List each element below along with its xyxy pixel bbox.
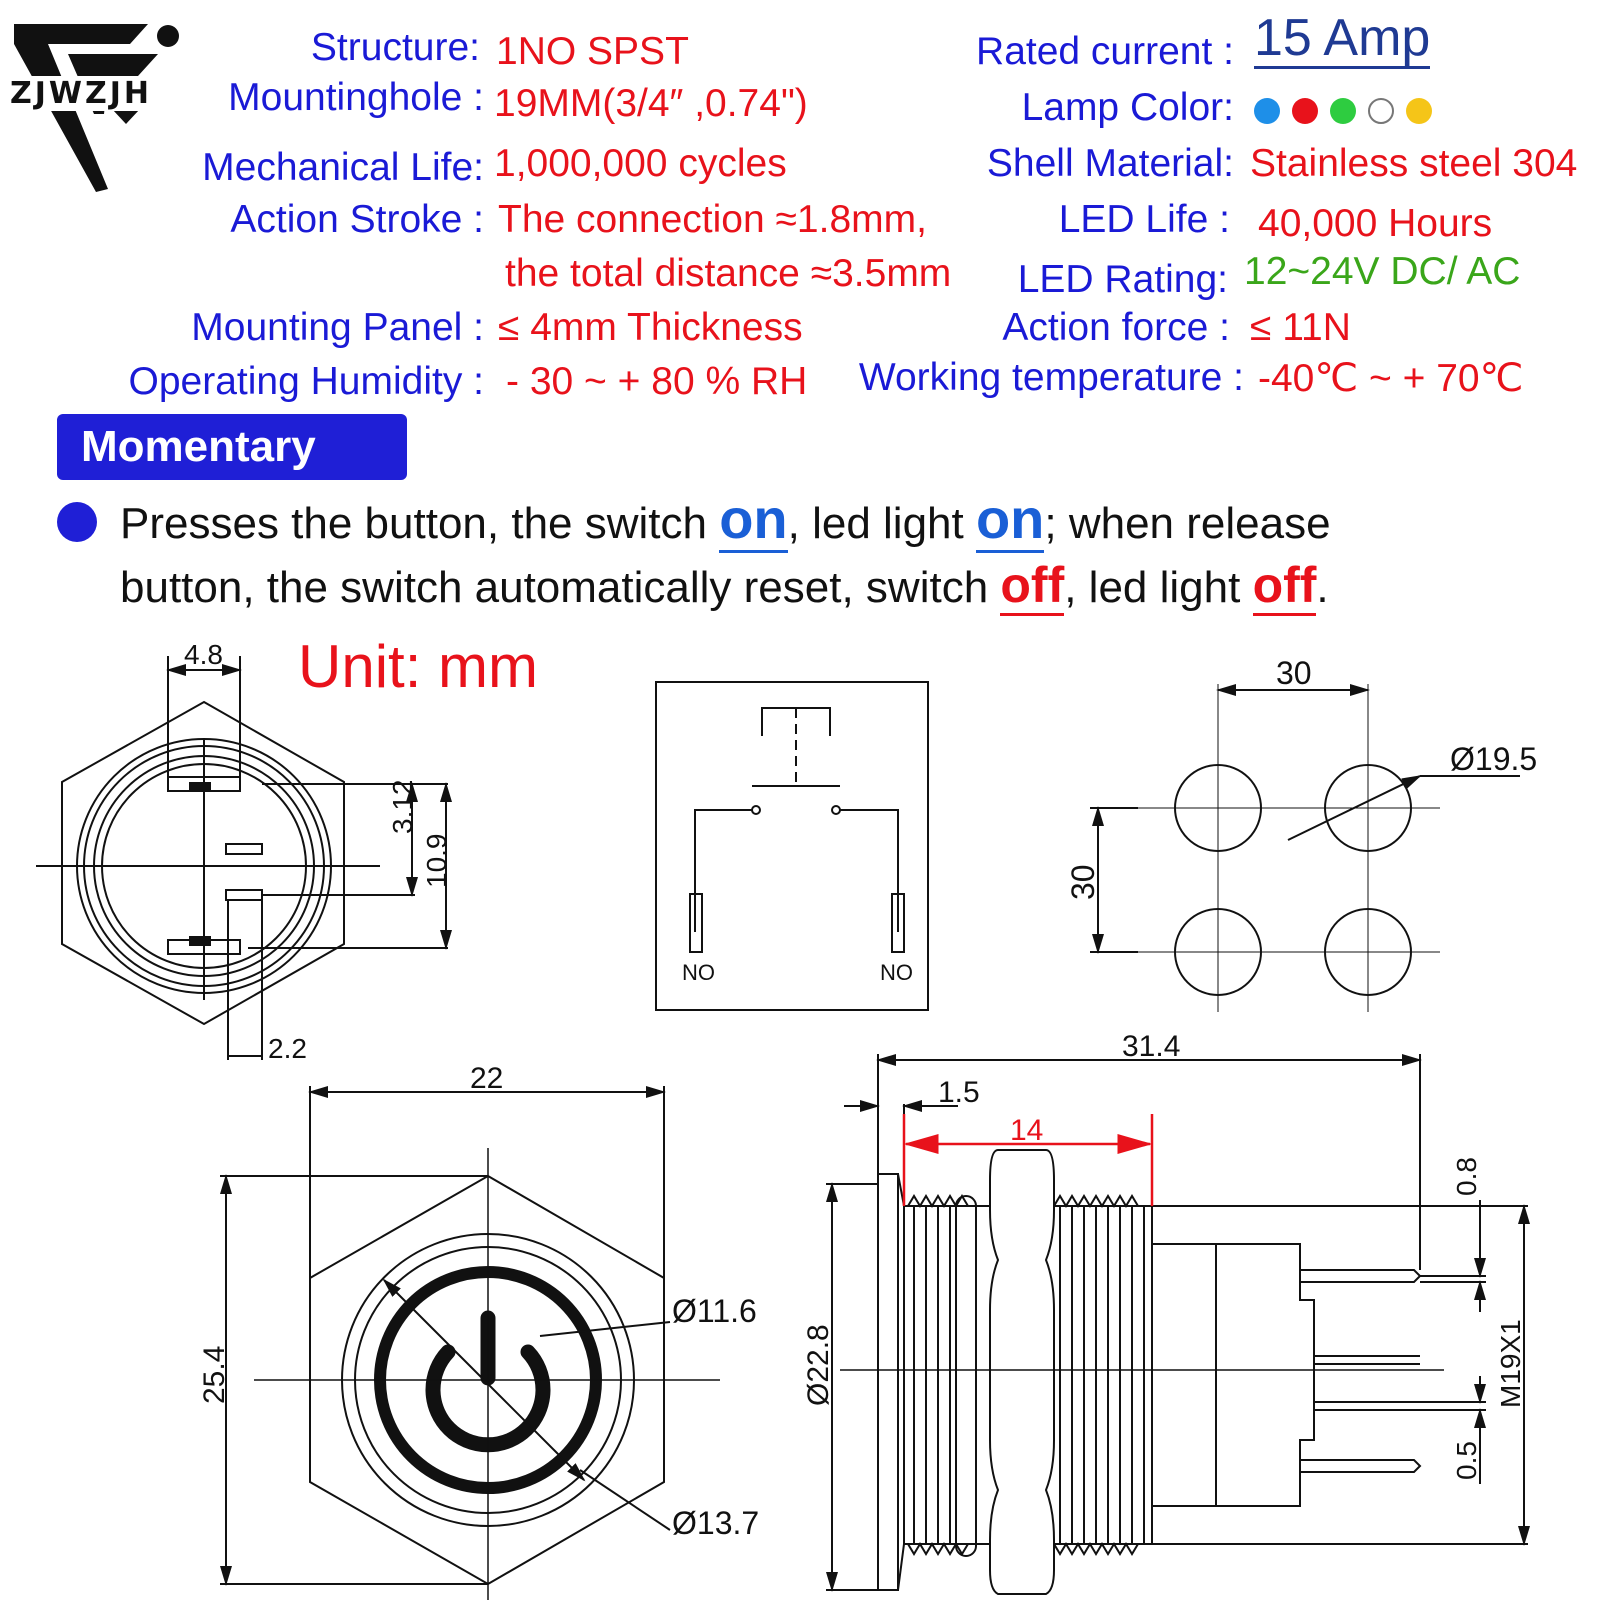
spec-value-operating-humidity: - 30 ~ + 80 % RH	[506, 360, 808, 403]
circuit-schematic	[655, 681, 929, 1011]
spec-label-lamp-color: Lamp Color:	[1021, 86, 1234, 129]
spec-value-led-life: 40,000 Hours	[1258, 202, 1493, 245]
spec-value-led-rating: 12~24V DC/ AC	[1244, 250, 1521, 293]
desc-text-1c: ; when release	[1044, 499, 1331, 548]
spec-value-rated-current: 15 Amp	[1254, 9, 1431, 69]
schematic-terminal-left: NO	[682, 960, 715, 985]
lamp-color-dot-red	[1292, 98, 1318, 124]
spec-value-action-stroke: The connection ≈1.8mm,	[498, 198, 927, 241]
lamp-color-dot-yellow	[1406, 98, 1432, 124]
side-view-14mm-dimension	[902, 1114, 1154, 1206]
desc-text-2b: , led light	[1064, 563, 1253, 612]
bullet-dot	[57, 502, 97, 542]
mode-description-line1: Presses the button, the switch on, led l…	[120, 486, 1331, 553]
lamp-color-dot-white	[1368, 98, 1394, 124]
dim-rear-2-2: 2.2	[268, 1033, 307, 1064]
spec-label-mounting-panel: Mounting Panel :	[191, 306, 484, 349]
dim-rear-3-12: 3.12	[387, 780, 418, 835]
dim-side-1-5: 1.5	[938, 1076, 980, 1109]
dim-side-diameter-22-8: Ø22.8	[802, 1324, 835, 1406]
dim-front-diameter-11-6: Ø11.6	[672, 1293, 757, 1329]
dim-side-31-4: 31.4	[1122, 1030, 1180, 1063]
dim-hole-30-vertical: 30	[1065, 864, 1101, 900]
unit-label: Unit: mm	[298, 633, 538, 700]
spec-value-action-stroke-2: the total distance ≈3.5mm	[505, 252, 952, 295]
spec-label-structure: Structure:	[310, 26, 480, 69]
spec-value-shell-material: Stainless steel 304	[1250, 142, 1578, 185]
dim-rear-10-9: 10.9	[421, 834, 452, 889]
spec-value-mechanical-life: 1,000,000 cycles	[494, 142, 787, 185]
mode-title-badge: Momentary	[57, 414, 407, 480]
spec-label-action-force: Action force :	[1002, 306, 1230, 349]
dim-front-22: 22	[470, 1062, 503, 1095]
spec-label-led-life: LED Life :	[1058, 198, 1230, 241]
desc-text-2a: button, the switch automatically reset, …	[120, 563, 1001, 612]
spec-label-action-stroke: Action Stroke :	[230, 198, 484, 241]
schematic-terminal-right: NO	[880, 960, 913, 985]
desc-text-2c: .	[1316, 563, 1329, 612]
spec-label-mechanical-life: Mechanical Life:	[202, 146, 484, 189]
spec-value-mountinghole: 19MM(3/4″ ,0.74")	[494, 82, 808, 125]
brand-logo-text: ZJWZJH	[8, 76, 155, 111]
dim-hole-30-horizontal: 30	[1276, 655, 1312, 691]
desc-off-2: off	[1252, 557, 1317, 616]
dim-front-diameter-13-7: Ø13.7	[672, 1505, 759, 1541]
hole-pattern-drawing	[1090, 684, 1520, 1012]
spec-label-mountinghole: Mountinghole :	[228, 76, 484, 119]
spec-value-working-temperature: -40℃ ~ + 70℃	[1258, 357, 1524, 400]
spec-label-working-temperature: Working temperature :	[858, 356, 1244, 399]
dim-side-0-5: 0.5	[1451, 1441, 1482, 1480]
mode-description-line2: button, the switch automatically reset, …	[120, 556, 1329, 616]
spec-value-structure: 1NO SPST	[496, 30, 689, 73]
lamp-color-dot-blue	[1254, 98, 1280, 124]
dim-hole-diameter: Ø19.5	[1450, 741, 1537, 777]
rear-view-drawing	[36, 656, 452, 1060]
desc-off-1: off	[1000, 557, 1065, 616]
dim-side-m19x1: M19X1	[1495, 1319, 1526, 1408]
brand-logo: ZJWZJH	[8, 14, 193, 194]
lamp-color-swatches	[1254, 98, 1444, 124]
spec-value-mounting-panel: ≤ 4mm Thickness	[498, 306, 803, 349]
front-view-drawing	[220, 1086, 720, 1600]
spec-label-shell-material: Shell Material:	[986, 142, 1234, 185]
lamp-color-dot-green	[1330, 98, 1356, 124]
spec-value-action-force: ≤ 11N	[1250, 306, 1351, 349]
desc-on-2: on	[975, 487, 1045, 553]
spec-label-rated-current: Rated current :	[976, 30, 1234, 73]
desc-on-1: on	[719, 487, 788, 553]
dim-front-25-4: 25.4	[198, 1346, 231, 1404]
dim-side-0-8: 0.8	[1451, 1157, 1482, 1196]
desc-text-1b: , led light	[787, 499, 976, 548]
dim-rear-4-8: 4.8	[184, 639, 223, 670]
spec-label-led-rating: LED Rating:	[1017, 258, 1228, 301]
desc-text-1a: Presses the button, the switch	[120, 499, 720, 548]
dim-side-14: 14	[1010, 1114, 1043, 1147]
side-view-drawing	[826, 1054, 1530, 1595]
spec-label-operating-humidity: Operating Humidity :	[128, 360, 484, 403]
